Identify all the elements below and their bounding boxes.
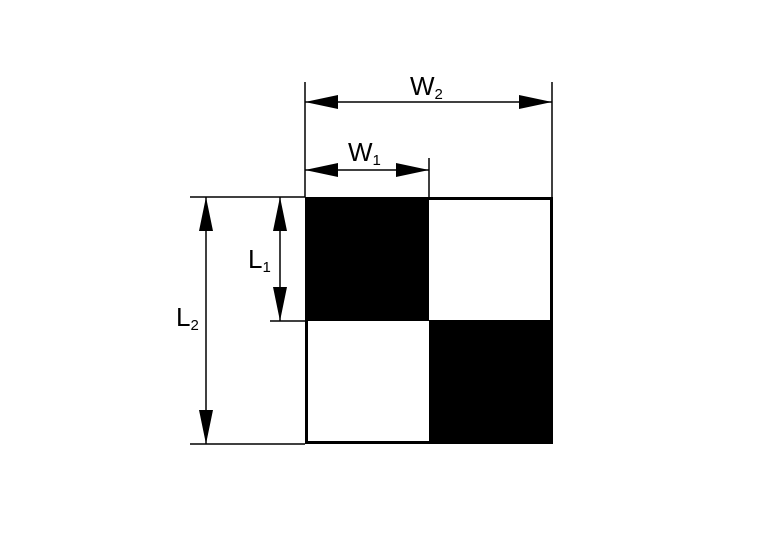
- l2-arrowhead-top: [199, 197, 213, 231]
- cell-top-left-black: [305, 197, 429, 321]
- l1-arrowhead-bottom: [273, 287, 287, 321]
- l2-label-subscript: 2: [190, 317, 198, 334]
- w1-arrowhead-right: [396, 163, 429, 177]
- w2-label-main: W: [410, 71, 435, 101]
- dimension-l1: L1: [248, 197, 305, 322]
- w1-label-main: W: [348, 137, 373, 167]
- checkerboard-outline: [305, 197, 553, 444]
- l1-arrowhead-top: [273, 197, 287, 231]
- w2-arrowhead-right: [519, 95, 552, 109]
- l1-label-subscript: 1: [262, 259, 270, 276]
- w1-label-subscript: 1: [373, 152, 381, 169]
- w2-label: W2: [410, 71, 443, 103]
- w2-label-subscript: 2: [435, 86, 443, 103]
- l1-label-main: L: [248, 244, 262, 274]
- w2-arrowhead-left: [305, 95, 338, 109]
- w1-arrowhead-left: [305, 163, 338, 177]
- w1-label: W1: [348, 137, 381, 169]
- l2-label: L2: [176, 302, 199, 334]
- dimension-w2: W2: [304, 71, 553, 197]
- dimension-l2: L2: [176, 196, 305, 445]
- l1-label: L1: [248, 244, 271, 276]
- cell-bottom-right-black: [429, 320, 553, 444]
- dimension-w1: W1: [305, 137, 430, 197]
- l2-arrowhead-bottom: [199, 410, 213, 444]
- l2-label-main: L: [176, 302, 190, 332]
- checkerboard: [305, 197, 553, 444]
